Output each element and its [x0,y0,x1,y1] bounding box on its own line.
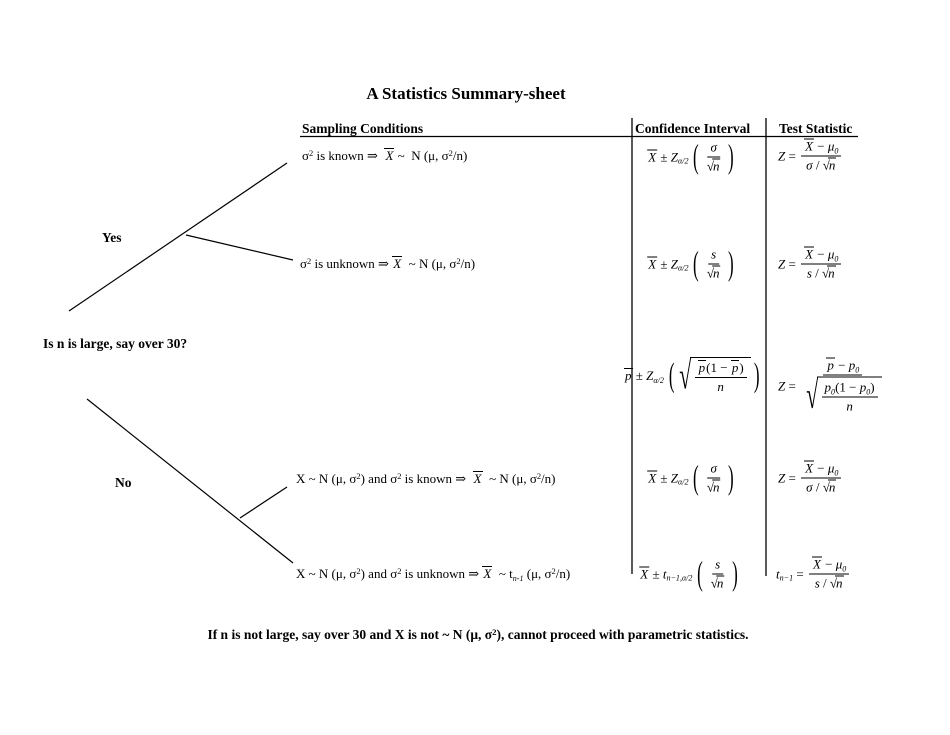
row3-test-formula: Z = p − p0√p0(1 − p0)n [778,357,887,415]
row1-ci-formula: X ± Zα/2(σ√n) [647,138,734,176]
parametric-statistics-footnote: If n is not large, say over 30 and X is … [207,627,749,642]
tree-yes-sub-branch-line [185,234,294,261]
tree-yes-branch-line [68,162,288,312]
row2-condition: σ2 is unknown ⇒ X ~ N (μ, σ2/n) [300,256,476,271]
row4-condition: X ~ N (μ, σ2) and σ2 is known ⇒ X ~ N (μ… [296,471,556,486]
row1-condition: σ2 is known ⇒ X ~ N (μ, σ2/n) [302,148,468,163]
row4-ci-formula: X ± Zα/2(σ√n) [647,459,734,497]
row3-ci-formula: p ± Zα/2(√p(1 − p)n) [624,354,760,398]
column-header-sampling-conditions: Sampling Conditions [302,121,424,136]
tree-no-sub-branch-line [239,486,288,519]
row5-condition: X ~ N (μ, σ2) and σ2 is unknown ⇒ X ~ tn… [296,566,571,583]
tree-no-label: No [115,475,132,490]
row2-ci-formula: X ± Zα/2(s√n) [647,245,734,283]
column-header-confidence-interval: Confidence Interval [635,121,751,136]
tree-no-branch-line [86,398,294,564]
tree-yes-label: Yes [102,230,122,245]
page-title: A Statistics Summary-sheet [366,84,566,103]
tree-root-question: Is n is large, say over 30? [43,336,188,351]
row5-ci-formula: X ± tn−1,α/2(s√n) [639,555,738,593]
column-header-test-statistic: Test Statistic [779,121,853,136]
